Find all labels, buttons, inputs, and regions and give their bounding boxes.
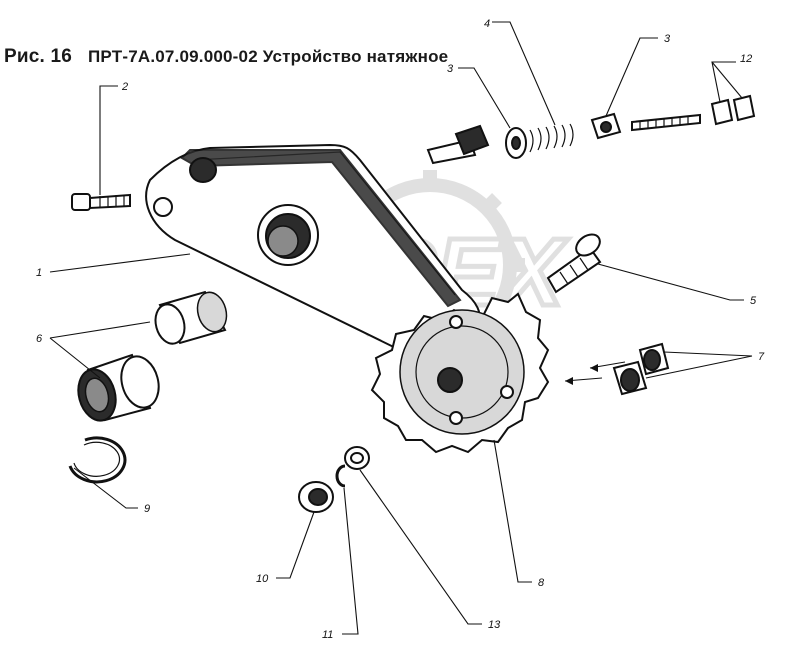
svg-text:10: 10 <box>256 573 269 585</box>
washer-13 <box>344 446 370 470</box>
svg-text:4: 4 <box>484 18 490 30</box>
svg-text:7: 7 <box>758 351 765 363</box>
retaining-clip-11 <box>335 464 346 488</box>
callout-13: 13 <box>359 469 501 631</box>
nut-10 <box>298 481 334 513</box>
sprocket <box>370 292 550 454</box>
callout-3a: 3 <box>447 63 511 129</box>
tensioner-arm <box>145 143 482 364</box>
bolt <box>71 193 131 211</box>
callout-1: 1 <box>36 253 191 279</box>
pin <box>546 233 602 294</box>
callout-9: 9 <box>73 467 150 515</box>
callout-7: 7 <box>645 351 765 379</box>
snap-ring <box>68 436 127 484</box>
nut-12a <box>710 98 734 126</box>
callout-3b: 3 <box>605 33 671 117</box>
tension-screw-assembly <box>426 94 756 165</box>
callout-5: 5 <box>597 263 757 307</box>
svg-text:6: 6 <box>36 333 43 345</box>
arm-bushing <box>257 204 319 266</box>
figure-title: Рис. 16 ПРТ-7А.07.09.000-02 Устройство на… <box>4 46 448 68</box>
svg-text:5: 5 <box>750 295 757 307</box>
nut-12b <box>732 94 756 122</box>
svg-text:3: 3 <box>447 63 454 75</box>
svg-text:13: 13 <box>488 619 501 631</box>
callout-4: 4 <box>484 18 556 126</box>
callout-2: 2 <box>99 81 128 195</box>
callout-6: 6 <box>36 321 151 379</box>
callout-10: 10 <box>256 511 315 585</box>
svg-text:2: 2 <box>121 81 128 93</box>
figure-number: Рис. 16 <box>4 46 73 67</box>
svg-text:1: 1 <box>36 267 42 279</box>
svg-text:9: 9 <box>144 503 150 515</box>
bushing-lower <box>77 353 160 422</box>
svg-text:8: 8 <box>538 577 545 589</box>
svg-text:11: 11 <box>322 629 333 641</box>
callout-8: 8 <box>493 439 545 589</box>
callout-12: 12 <box>711 53 752 103</box>
svg-text:3: 3 <box>664 33 671 45</box>
svg-text:12: 12 <box>740 53 752 65</box>
bushing-upper <box>154 290 228 345</box>
threaded-rod <box>631 113 701 132</box>
spring <box>529 123 574 153</box>
spacer-pair <box>564 342 670 396</box>
callout-11: 11 <box>322 487 359 641</box>
figure-caption: ПРТ-7А.07.09.000-02 Устройство натяжное <box>88 47 449 66</box>
